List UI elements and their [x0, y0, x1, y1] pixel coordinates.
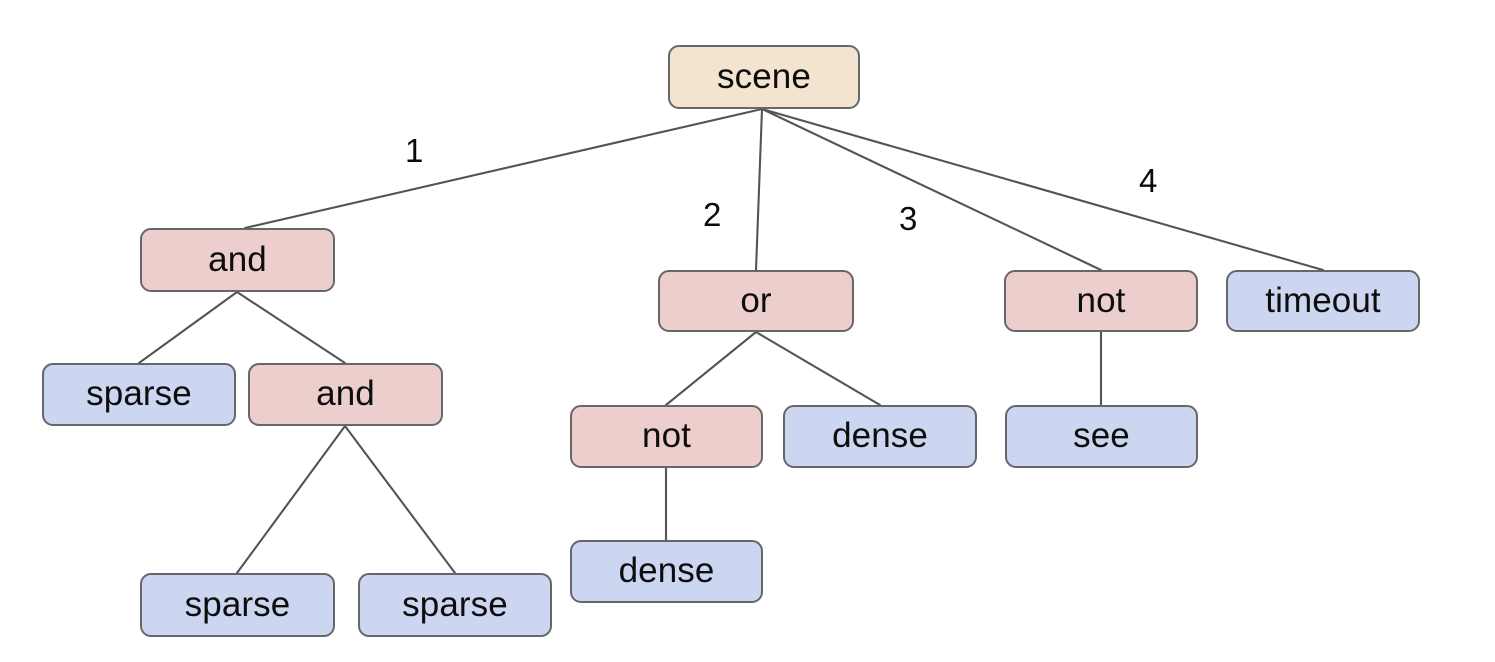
tree-node-label-or1: or — [740, 280, 772, 320]
tree-node-and2[interactable]: and — [248, 363, 443, 426]
tree-edge-scene-to-timeout — [760, 107, 1325, 272]
tree-edge-and2-to-sparse2 — [235, 424, 347, 575]
tree-edge-or1-to-dense1 — [754, 330, 882, 407]
edge-label-3: 3 — [899, 200, 918, 237]
tree-edge-or1-to-not_m — [664, 330, 758, 407]
tree-node-label-and1: and — [208, 239, 267, 279]
tree-node-label-not_m: not — [642, 416, 691, 455]
tree-edge-and1-to-and2 — [235, 290, 347, 365]
tree-node-label-sparse2: sparse — [184, 584, 291, 624]
edge-label-2: 2 — [703, 196, 722, 233]
tree-node-dense2[interactable]: dense — [570, 540, 763, 603]
tree-node-sparse2[interactable]: sparse — [140, 573, 335, 637]
tree-node-or1[interactable]: or — [658, 270, 854, 332]
tree-node-timeout[interactable]: timeout — [1226, 270, 1420, 332]
tree-node-label-dense1: dense — [832, 416, 928, 455]
edge-label-4: 4 — [1139, 162, 1158, 199]
tree-node-not_r[interactable]: not — [1004, 270, 1198, 332]
tree-node-label-sparse3: sparse — [402, 584, 508, 624]
tree-node-see[interactable]: see — [1005, 405, 1198, 468]
tree-node-label-scene: scene — [717, 56, 811, 96]
tree-node-sparse1[interactable]: sparse — [42, 363, 236, 426]
tree-node-dense1[interactable]: dense — [783, 405, 977, 468]
tree-node-not_m[interactable]: not — [570, 405, 763, 468]
tree-node-label-timeout: timeout — [1265, 280, 1381, 320]
tree-edge-scene-to-not_r — [760, 107, 1103, 272]
tree-node-label-not_r: not — [1076, 280, 1126, 320]
tree-edge-scene-to-and1 — [243, 107, 764, 230]
tree-node-label-sparse1: sparse — [86, 374, 192, 413]
tree-node-sparse3[interactable]: sparse — [358, 573, 552, 637]
tree-edge-scene-to-or1 — [754, 107, 764, 272]
tree-edge-and2-to-sparse3 — [343, 424, 457, 575]
tree-node-scene[interactable]: scene — [668, 45, 860, 109]
edge-label-1: 1 — [405, 132, 424, 169]
tree-node-label-see: see — [1073, 416, 1130, 455]
tree-node-label-and2: and — [316, 374, 375, 413]
tree-edge-and1-to-sparse1 — [137, 290, 239, 365]
tree-node-label-dense2: dense — [618, 551, 715, 590]
tree-node-and1[interactable]: and — [140, 228, 335, 292]
